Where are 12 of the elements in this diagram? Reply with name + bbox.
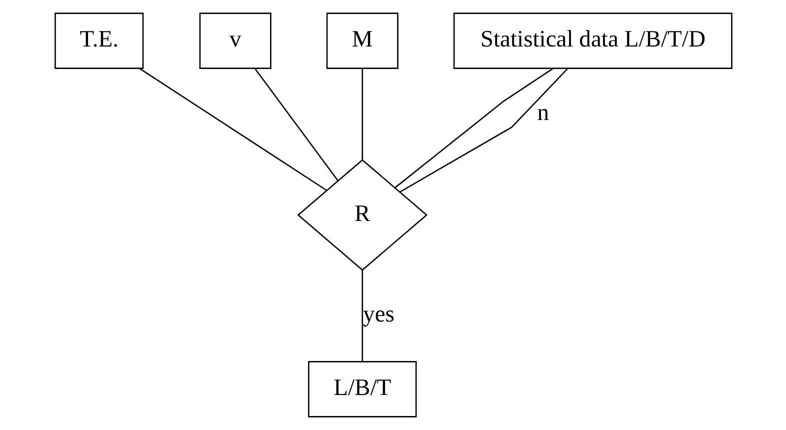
connector	[361, 68, 363, 160]
node-diamond: R	[296, 159, 428, 271]
node-box: M	[326, 12, 398, 69]
node-box: L/B/T	[308, 361, 416, 418]
node-box: Statistical data L/B/T/D	[452, 12, 732, 69]
connector	[361, 270, 363, 362]
node-box: v	[198, 12, 271, 69]
connector	[138, 68, 326, 191]
edge-label: n	[536, 100, 549, 126]
edge-label: yes	[362, 302, 394, 328]
connector	[254, 68, 338, 181]
node-box: T.E.	[54, 12, 144, 69]
